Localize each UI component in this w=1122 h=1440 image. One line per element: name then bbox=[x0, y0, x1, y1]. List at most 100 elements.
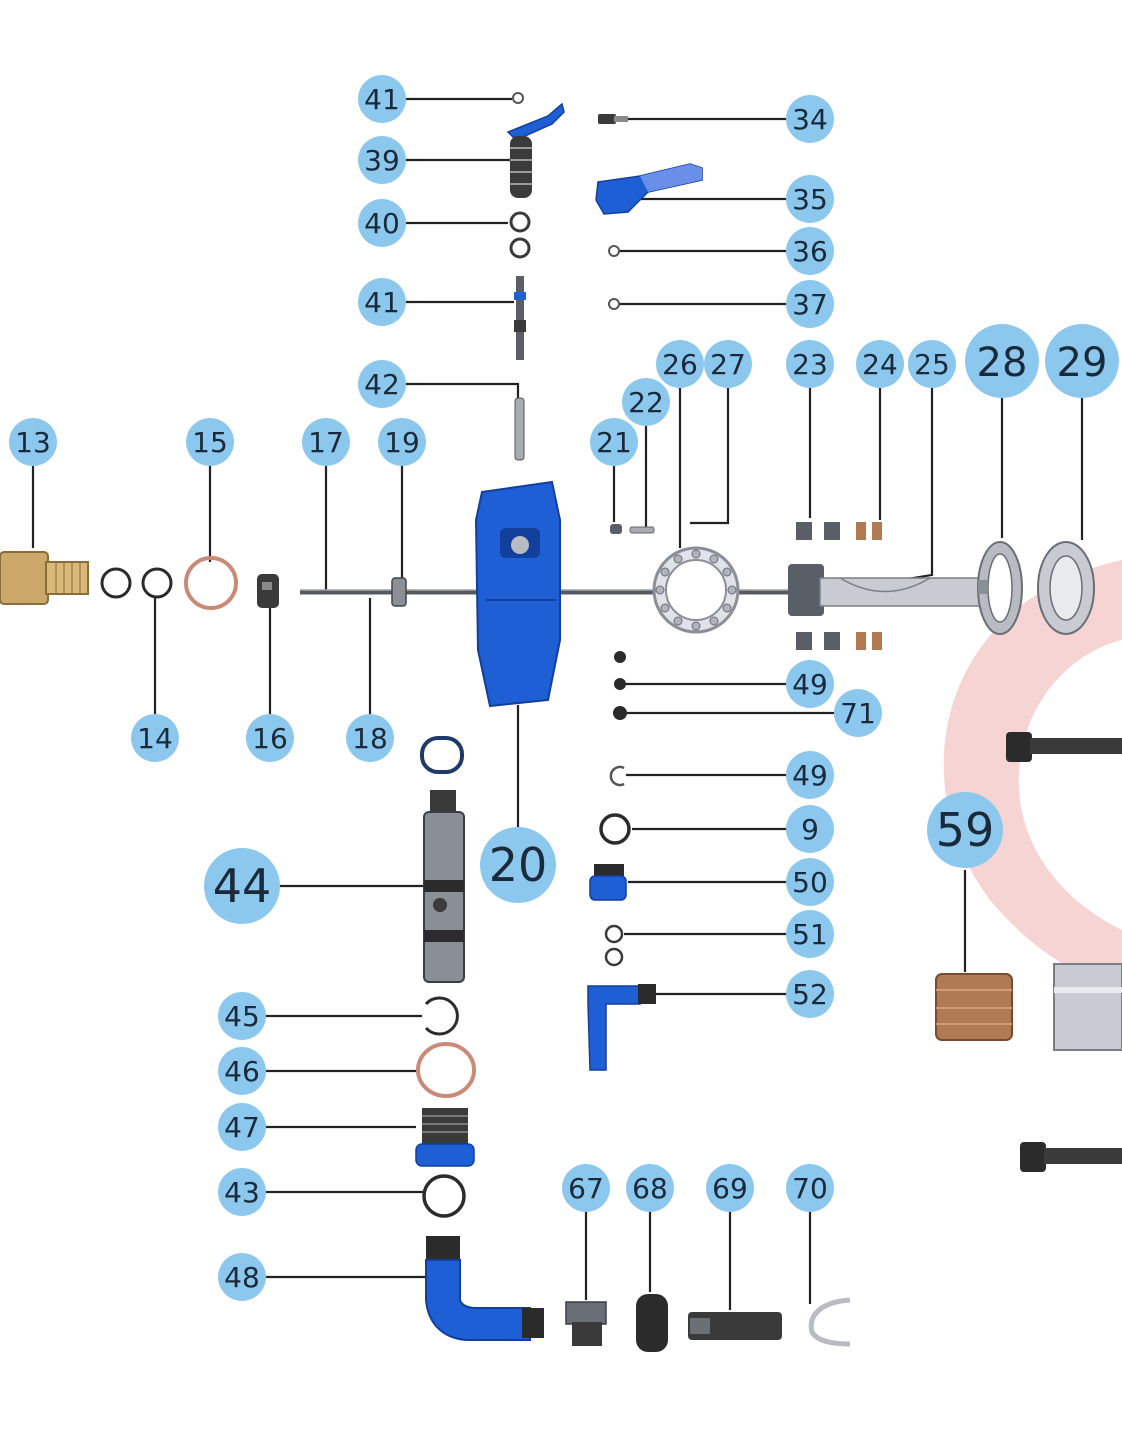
blue-valve-body-part bbox=[474, 480, 561, 708]
parts bbox=[0, 92, 1122, 1352]
callout-41-top: 41 bbox=[358, 75, 406, 123]
callout-26: 26 bbox=[656, 340, 704, 388]
svg-text:29: 29 bbox=[1057, 340, 1108, 386]
svg-text:16: 16 bbox=[252, 722, 288, 755]
svg-text:19: 19 bbox=[384, 426, 420, 459]
callout-41-middle: 41 bbox=[358, 278, 406, 326]
callout-68: 68 bbox=[626, 1164, 674, 1212]
callout-52: 52 bbox=[786, 970, 834, 1018]
callout-17: 17 bbox=[302, 418, 350, 466]
small-ring-parts bbox=[509, 211, 531, 259]
bottom-fittings-parts bbox=[565, 1294, 851, 1352]
svg-text:34: 34 bbox=[792, 103, 828, 136]
callout-bubbles: 41 39 40 41 42 34 35 36 bbox=[9, 75, 1119, 1301]
callout-35: 35 bbox=[786, 175, 834, 223]
svg-text:42: 42 bbox=[364, 368, 400, 401]
svg-text:69: 69 bbox=[712, 1172, 748, 1205]
svg-text:49: 49 bbox=[792, 668, 828, 701]
svg-text:59: 59 bbox=[936, 803, 995, 857]
small-ball-parts bbox=[613, 651, 627, 720]
svg-text:36: 36 bbox=[792, 235, 828, 268]
callout-24: 24 bbox=[856, 340, 904, 388]
cam-shaft-part bbox=[788, 564, 991, 616]
svg-text:14: 14 bbox=[137, 722, 173, 755]
callout-67: 67 bbox=[562, 1164, 610, 1212]
callout-16: 16 bbox=[246, 714, 294, 762]
callout-29: 29 bbox=[1045, 324, 1119, 398]
callout-42: 42 bbox=[358, 360, 406, 408]
svg-text:37: 37 bbox=[792, 288, 828, 321]
callout-59: 59 bbox=[927, 792, 1003, 868]
callout-23: 23 bbox=[786, 340, 834, 388]
callout-46: 46 bbox=[218, 1047, 266, 1095]
long-bolt-parts bbox=[1006, 732, 1122, 1172]
callout-13: 13 bbox=[9, 418, 57, 466]
callout-48: 48 bbox=[218, 1253, 266, 1301]
leader-lines bbox=[31, 97, 1084, 1310]
callout-45: 45 bbox=[218, 992, 266, 1040]
svg-text:41: 41 bbox=[364, 286, 400, 319]
blue-elbow-small-part bbox=[587, 984, 656, 1071]
svg-text:35: 35 bbox=[792, 183, 828, 216]
svg-text:27: 27 bbox=[710, 348, 746, 381]
callout-37: 37 bbox=[786, 280, 834, 328]
valve-stem-part bbox=[514, 276, 526, 360]
nut-part bbox=[257, 574, 279, 608]
threaded-plug-part bbox=[415, 1108, 475, 1167]
svg-text:46: 46 bbox=[224, 1055, 260, 1088]
lever-spring-part bbox=[506, 92, 565, 198]
svg-text:26: 26 bbox=[662, 348, 698, 381]
small-pin-parts bbox=[610, 524, 655, 534]
svg-text:13: 13 bbox=[15, 426, 51, 459]
svg-text:9: 9 bbox=[801, 813, 819, 846]
roller-block-parts bbox=[796, 522, 882, 650]
cylinder-28-part bbox=[977, 541, 1023, 635]
pin-part bbox=[514, 397, 525, 461]
callout-20: 20 bbox=[480, 827, 556, 903]
callout-43: 43 bbox=[218, 1168, 266, 1216]
callout-28: 28 bbox=[965, 324, 1039, 398]
blue-trigger-part bbox=[595, 163, 703, 215]
watermark-arc bbox=[943, 560, 1122, 990]
callout-39: 39 bbox=[358, 136, 406, 184]
circlip-45-part bbox=[424, 996, 459, 1036]
callout-22: 22 bbox=[622, 378, 670, 426]
callout-9: 9 bbox=[786, 805, 834, 853]
svg-text:23: 23 bbox=[792, 348, 828, 381]
svg-text:51: 51 bbox=[792, 918, 828, 951]
svg-text:20: 20 bbox=[489, 838, 548, 892]
cylinder-29-part bbox=[1037, 541, 1095, 635]
steel-sleeve-part bbox=[1053, 963, 1122, 1051]
svg-text:21: 21 bbox=[596, 426, 632, 459]
callout-36: 36 bbox=[786, 227, 834, 275]
circlip-part bbox=[609, 765, 625, 787]
callout-44: 44 bbox=[204, 848, 280, 924]
bearing-part bbox=[652, 546, 740, 634]
copper-ring-part bbox=[416, 1042, 476, 1098]
small-screw-part bbox=[598, 114, 628, 124]
svg-text:68: 68 bbox=[632, 1172, 668, 1205]
o-ring-parts bbox=[100, 556, 238, 610]
spool-valve-part bbox=[420, 736, 465, 983]
svg-text:41: 41 bbox=[364, 83, 400, 116]
callout-40: 40 bbox=[358, 199, 406, 247]
brass-fitting-part bbox=[0, 551, 89, 605]
svg-text:43: 43 bbox=[224, 1176, 260, 1209]
blue-elbow-large-part bbox=[425, 1236, 544, 1341]
svg-text:18: 18 bbox=[352, 722, 388, 755]
svg-text:70: 70 bbox=[792, 1172, 828, 1205]
svg-text:50: 50 bbox=[792, 866, 828, 899]
blue-nut-part bbox=[589, 864, 627, 901]
svg-text:40: 40 bbox=[364, 207, 400, 240]
svg-text:45: 45 bbox=[224, 1000, 260, 1033]
callout-18: 18 bbox=[346, 714, 394, 762]
svg-text:71: 71 bbox=[840, 697, 876, 730]
svg-text:48: 48 bbox=[224, 1261, 260, 1294]
callout-51: 51 bbox=[786, 910, 834, 958]
callout-49-upper: 49 bbox=[786, 660, 834, 708]
callout-15: 15 bbox=[186, 418, 234, 466]
ring-43-part bbox=[422, 1174, 466, 1218]
svg-text:15: 15 bbox=[192, 426, 228, 459]
callout-27: 27 bbox=[704, 340, 752, 388]
